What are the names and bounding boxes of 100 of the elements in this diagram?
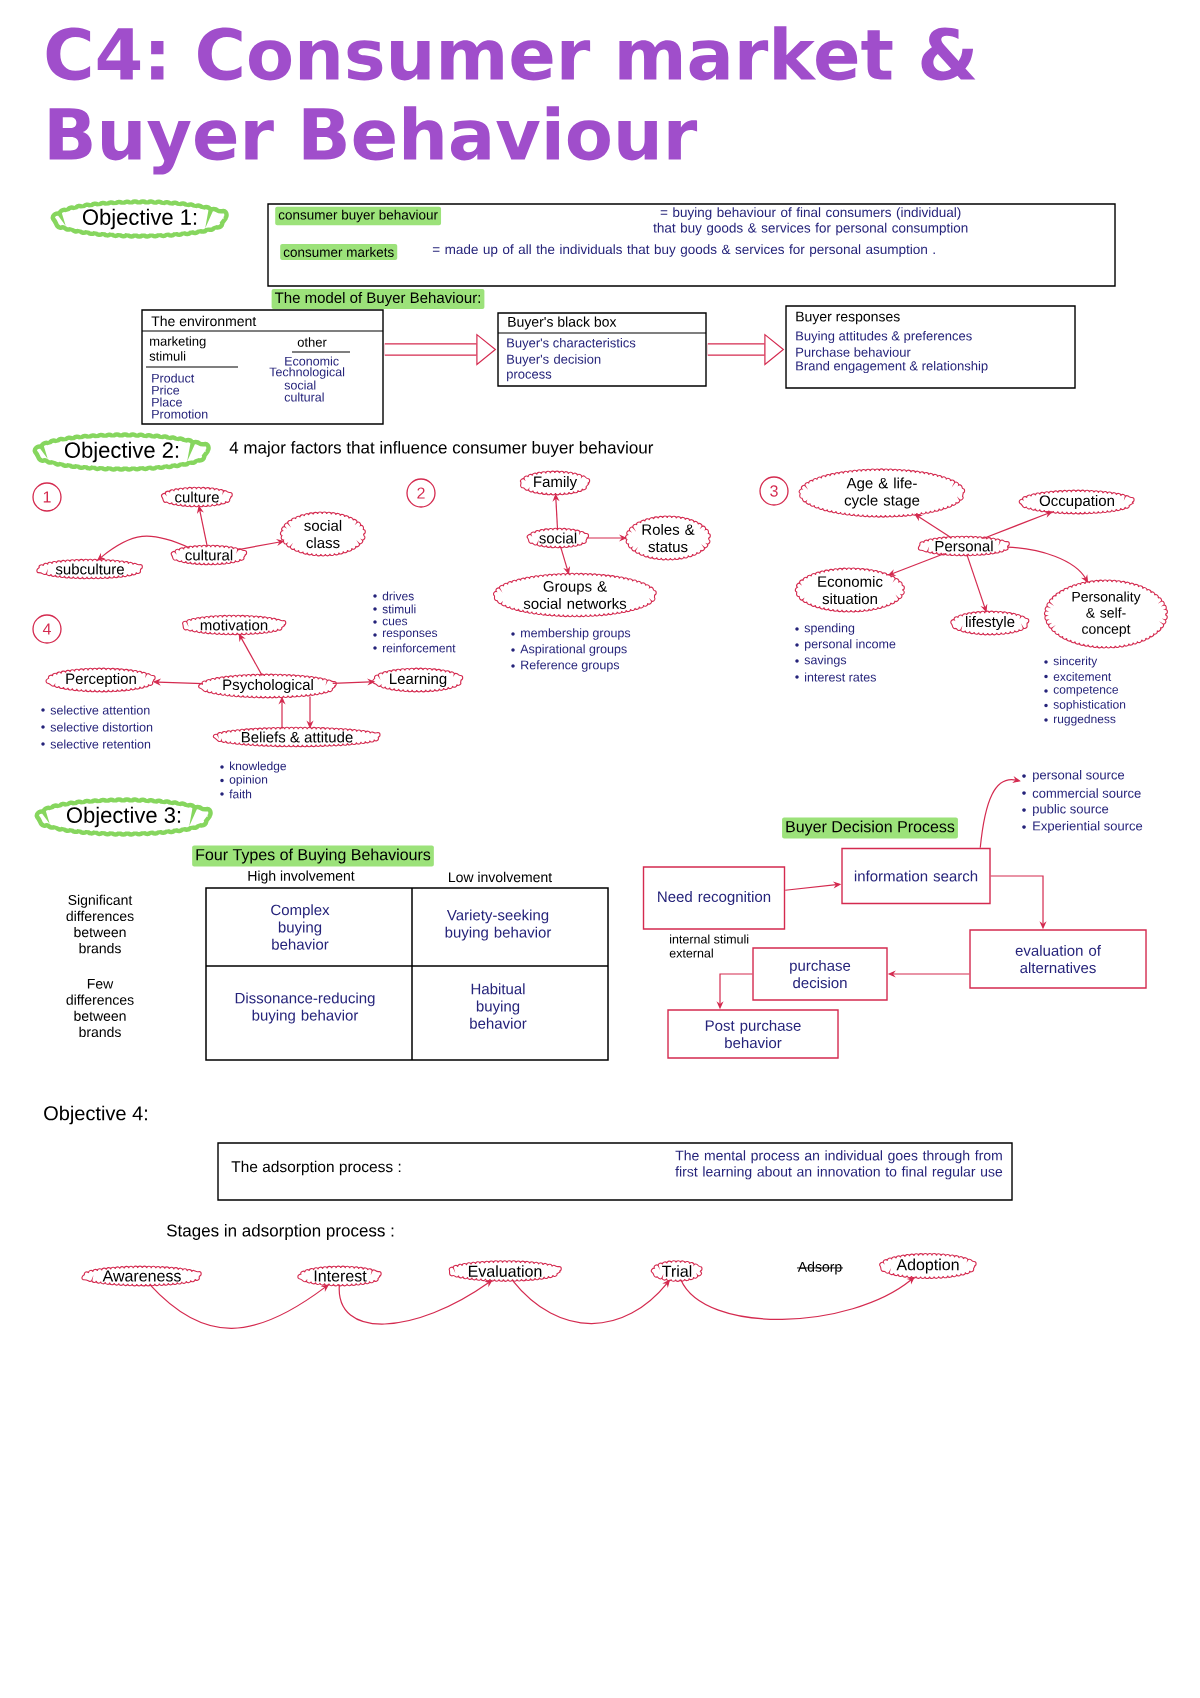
side-note: external <box>669 948 713 958</box>
row-heading: Few differences between brands <box>66 979 134 1038</box>
arrow <box>982 511 1053 540</box>
column-heading: Low involvement <box>449 871 552 883</box>
highlighted-term: consumer markets <box>280 244 398 260</box>
section-subtitle: 4 major factors that influence consumer buyer behaviour <box>229 441 654 457</box>
definition-text: = buying behaviour of final consumers (individual) that buy goods & services for personal consumption <box>653 207 968 236</box>
cloud-bubble: Evaluation <box>448 1260 562 1282</box>
page-title: C4: Consumer market & Buyer Behaviour <box>46 26 976 175</box>
process-box: Need recognition <box>642 866 786 930</box>
cloud-bubble: Groups & social networks <box>492 572 657 618</box>
list-item: selective retention <box>50 739 151 749</box>
list-item: excitement <box>1053 672 1112 681</box>
cloud-bubble: Beliefs & attitude <box>212 726 381 748</box>
heading-cloud: Objective 3: <box>34 797 213 837</box>
cloud-bubble: Economic situation <box>794 567 905 613</box>
list-item: public source <box>1033 803 1109 817</box>
list-item: selective attention <box>50 705 150 715</box>
list-item: ruggedness <box>1054 714 1116 726</box>
highlighted-heading: The model of Buyer Behaviour: <box>271 289 485 309</box>
list-item: Reference groups <box>521 660 620 672</box>
list-item: cultural <box>284 392 324 402</box>
list-item: Price <box>152 385 180 395</box>
cloud-bubble: Personal <box>917 535 1010 557</box>
list-item: Purchase behaviour <box>796 347 911 357</box>
list-item: Buyer's decision process <box>507 354 601 382</box>
heading-cloud: Objective 2: <box>32 432 211 472</box>
box-heading: The environment <box>151 315 257 327</box>
process-box: information search <box>841 847 991 905</box>
cloud-bubble: Occupation <box>1018 489 1135 515</box>
definition-text: = made up of all the individuals that buy goods & services for personal asumption . <box>432 244 935 257</box>
list-item: Economic <box>285 356 339 366</box>
highlighted-heading: Four Types of Buying Behaviours <box>192 845 434 867</box>
cloud-bubble: subculture <box>36 558 143 580</box>
definition-text: The mental process an individual goes through from first learning about an innovation to final regular use <box>675 1150 1003 1180</box>
list-item: social <box>284 380 316 390</box>
list-item: reinforcement <box>383 643 456 653</box>
cloud-bubble: Awareness <box>81 1265 202 1287</box>
section-heading: Objective 4: <box>44 1105 147 1125</box>
cloud-bubble: social <box>526 527 590 549</box>
cell-text: Variety-seeking buying behavior <box>445 909 552 941</box>
cloud-bubble: cultural <box>170 544 248 566</box>
section-subtitle: Stages in adsorption process : <box>166 1224 394 1240</box>
curved-arrow <box>1006 546 1089 583</box>
list-item: Technological <box>269 367 345 379</box>
cloud-bubble: Personality & self-concept <box>1043 579 1168 649</box>
list-item: membership groups <box>521 628 631 640</box>
process-box: purchase decision <box>752 947 888 1001</box>
list-item: Buyer's characteristics <box>507 337 636 351</box>
list-item: knowledge <box>230 761 286 773</box>
list-item: selective distortion <box>50 722 153 732</box>
list-item: faith <box>229 789 252 799</box>
list-item: competence <box>1053 685 1119 697</box>
cloud-bubble: Psychological <box>198 673 337 699</box>
list-item: Aspirational groups <box>520 644 627 656</box>
cell-text: Dissonance-reducing buying behavior <box>235 992 375 1024</box>
process-box: evaluation of alternatives <box>969 929 1147 989</box>
struck-out-text: Adsorp <box>796 1261 844 1275</box>
row-heading: Significant differences between brands <box>66 894 134 954</box>
list-item: responses <box>383 630 438 640</box>
cloud-bubble: Perception <box>45 667 156 693</box>
list-item: drives <box>382 591 414 601</box>
column-heading: other <box>297 337 327 347</box>
column-heading: marketing stimuli <box>149 336 206 361</box>
list-item: personal income <box>805 639 896 651</box>
list-item: interest rates <box>805 672 876 682</box>
cloud-bubble: lifestyle <box>950 610 1030 636</box>
box-heading: Buyer's black box <box>508 316 617 330</box>
list-item: personal source <box>1033 769 1125 783</box>
cloud-bubble: Learning <box>372 667 464 693</box>
heading-cloud: Objective 1: <box>50 199 229 239</box>
cell-text: Complex buying behavior <box>271 904 330 950</box>
list-item: cues <box>382 618 408 626</box>
list-item: Buying attitudes & preferences <box>796 330 972 344</box>
cloud-bubble: motivation <box>182 614 287 636</box>
curved-arrow <box>338 1279 493 1325</box>
list-item: Promotion <box>152 409 208 419</box>
list-item: Brand engagement & relationship <box>796 360 988 374</box>
cloud-bubble: culture <box>161 486 233 508</box>
process-box: Post purchase behavior <box>667 1009 839 1059</box>
list-item: opinion <box>229 774 268 787</box>
list-item: savings <box>804 655 847 667</box>
box-heading: Buyer responses <box>796 311 900 325</box>
cloud-bubble: Trial <box>650 1260 703 1282</box>
box-heading: The adsorption process : <box>231 1160 401 1176</box>
list-item: sincerity <box>1053 656 1098 668</box>
cloud-bubble: Interest <box>297 1265 382 1287</box>
list-item: spending <box>804 623 855 635</box>
highlighted-heading: Buyer Decision Process <box>782 817 958 839</box>
cloud-bubble: social class <box>279 511 366 557</box>
cell-text: Habitual buying behavior <box>470 983 527 1029</box>
cloud-bubble: Family <box>520 470 591 496</box>
list-item: commercial source <box>1032 788 1141 798</box>
cloud-bubble: Roles & status <box>624 515 711 561</box>
list-item: sophistication <box>1053 699 1126 712</box>
side-note: internal stimuli <box>670 934 749 944</box>
list-item: Product <box>152 373 195 383</box>
cloud-bubble: Adoption <box>879 1252 977 1280</box>
column-heading: High involvement <box>248 870 355 884</box>
list-item: Place <box>152 397 182 407</box>
